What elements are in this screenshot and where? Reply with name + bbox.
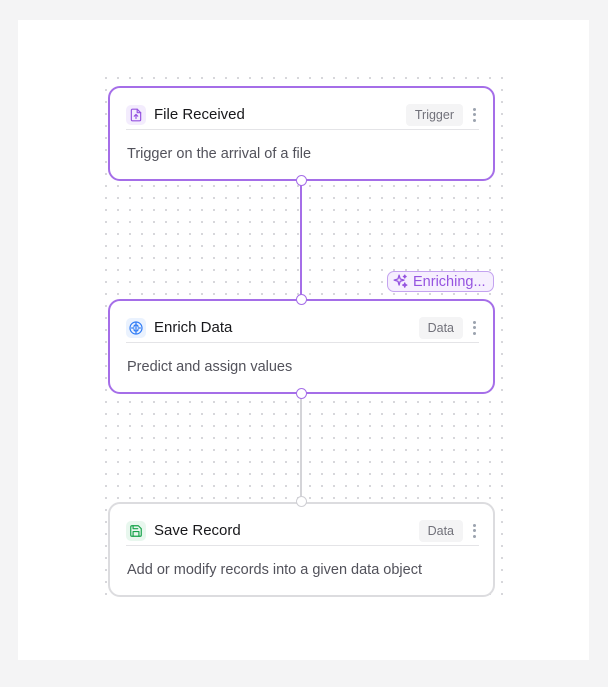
node-type-badge: Trigger <box>405 103 463 126</box>
node-description: Add or modify records into a given data … <box>127 562 422 578</box>
node-title: Enrich Data <box>154 319 233 336</box>
node-title: File Received <box>154 106 245 123</box>
connector-enrich-to-save <box>300 393 302 501</box>
sparkles-icon <box>392 273 409 290</box>
node-description: Predict and assign values <box>127 359 293 375</box>
more-options-icon[interactable] <box>469 522 479 540</box>
node-file-received[interactable]: File Received Trigger Trigger on the arr… <box>108 86 495 181</box>
node-header: Enrich Data Data <box>126 313 479 343</box>
more-options-icon[interactable] <box>469 106 479 124</box>
input-port[interactable] <box>296 294 307 305</box>
node-description: Trigger on the arrival of a file <box>127 146 312 162</box>
node-save-record[interactable]: Save Record Data Add or modify records i… <box>108 502 495 597</box>
output-port[interactable] <box>296 388 307 399</box>
file-upload-icon <box>126 104 146 125</box>
node-header: File Received Trigger <box>126 100 479 130</box>
node-header: Save Record Data <box>126 516 479 546</box>
node-type-badge: Data <box>418 316 463 339</box>
node-enrich-data[interactable]: Enrich Data Data Predict and assign valu… <box>108 299 495 394</box>
more-options-icon[interactable] <box>469 319 479 337</box>
status-label: Enriching... <box>413 273 486 290</box>
connector-file-to-enrich <box>300 180 302 299</box>
input-port[interactable] <box>296 496 307 507</box>
save-icon <box>126 520 146 541</box>
output-port[interactable] <box>296 175 307 186</box>
brain-icon <box>126 317 146 338</box>
enriching-status-badge: Enriching... <box>387 271 494 292</box>
node-type-badge: Data <box>418 519 463 542</box>
node-title: Save Record <box>154 522 241 539</box>
